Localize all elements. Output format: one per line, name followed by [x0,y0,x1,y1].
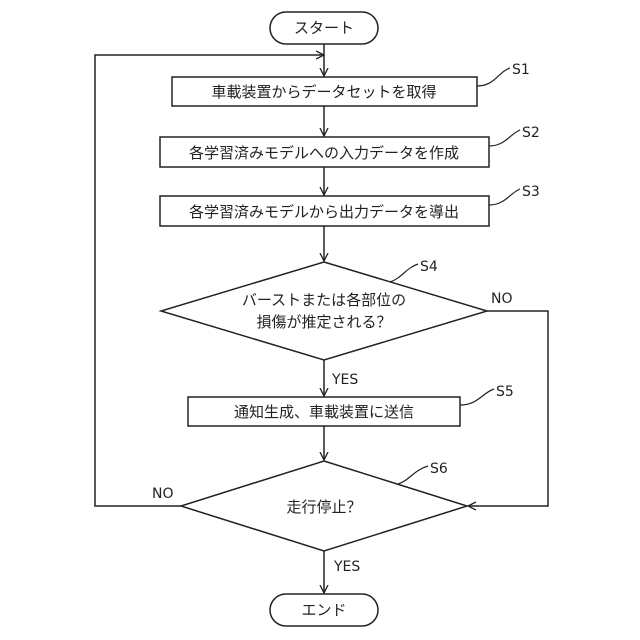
step-s2-id: S2 [522,125,540,141]
step-s4-id: S4 [420,259,438,275]
process-s1-label: 車載装置からデータセットを取得 [211,83,436,101]
process-s1: 車載装置からデータセットを取得 S1 [172,62,530,106]
step-s6-id: S6 [430,461,448,477]
start-terminal: スタート [270,12,378,44]
end-terminal: エンド [270,594,378,626]
step-s3-id: S3 [522,184,540,200]
decision-s6-yes: YES [333,559,360,575]
step-s1-leader [477,68,510,86]
step-s6-leader [398,466,428,484]
step-s3-leader [489,189,520,205]
decision-s4: バーストまたは各部位の 損傷が推定される？ S4 YES NO [161,259,513,388]
decision-s4-line2: 損傷が推定される？ [256,313,391,331]
decision-s4-line1: バーストまたは各部位の [242,291,406,309]
connector-s4-no [468,311,548,506]
step-s1-id: S1 [512,62,530,78]
process-s5-label: 通知生成、車載装置に送信 [234,403,414,421]
decision-s6-no: NO [152,486,174,502]
decision-s4-yes: YES [331,372,358,388]
decision-s6-line1: 走行停止？ [286,498,361,516]
process-s3-label: 各学習済みモデルから出力データを導出 [189,203,459,221]
start-label: スタート [294,19,354,37]
process-s2-label: 各学習済みモデルへの入力データを作成 [189,144,459,162]
process-s2: 各学習済みモデルへの入力データを作成 S2 [160,125,540,167]
step-s4-leader [390,264,418,282]
decision-s6: 走行停止？ S6 YES NO [152,461,467,575]
step-s2-leader [489,130,520,146]
process-s5: 通知生成、車載装置に送信 S5 [188,384,514,426]
end-label: エンド [301,601,346,619]
step-s5-id: S5 [496,384,514,400]
step-s5-leader [460,389,494,405]
decision-s4-no: NO [491,291,513,307]
process-s3: 各学習済みモデルから出力データを導出 S3 [160,184,540,226]
